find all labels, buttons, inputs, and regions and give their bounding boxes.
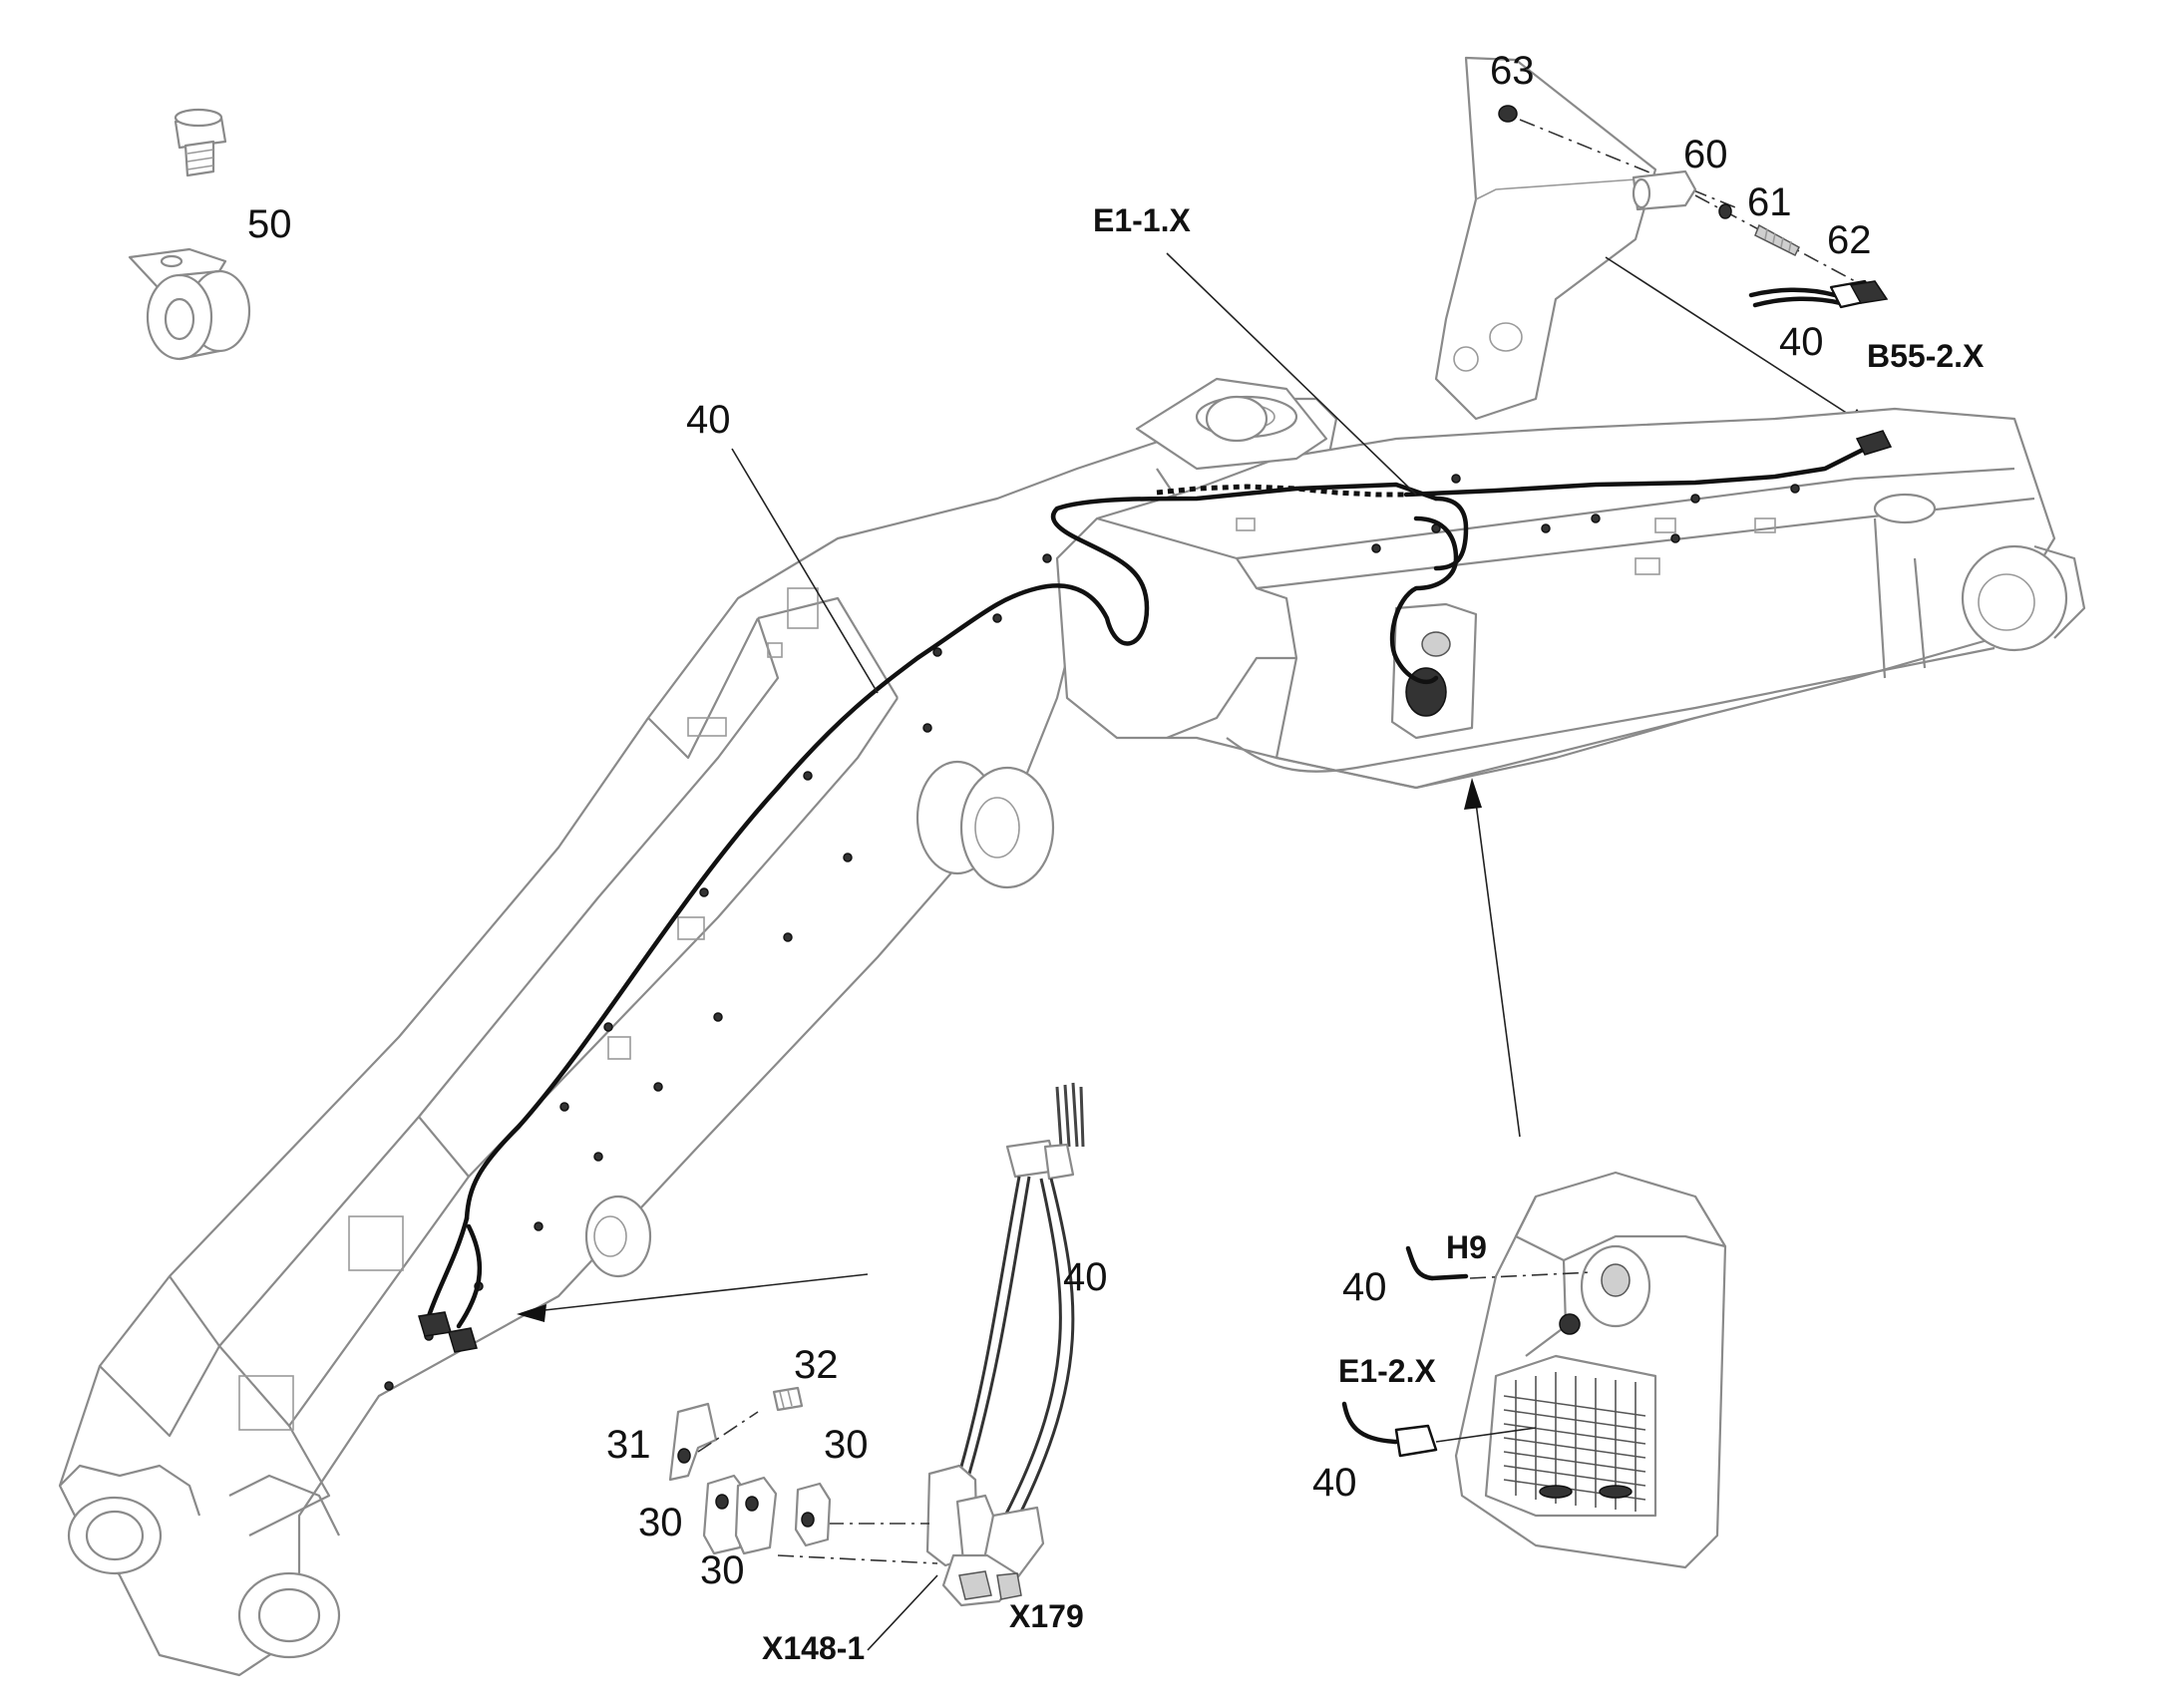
callout-50: 50 (247, 202, 292, 246)
bracket-part-60 (1632, 170, 1697, 211)
assembly-line-h9 (1469, 1271, 1593, 1279)
leader-e11 (1166, 252, 1417, 496)
excavator-boom (58, 377, 2086, 1677)
label-e1-2x: E1-2.X (1338, 1353, 1436, 1389)
label-b55-2x: B55-2.X (1867, 338, 1985, 374)
callout-30-b: 30 (638, 1501, 683, 1544)
callout-30-c: 30 (700, 1548, 745, 1592)
mounting-bracket (1434, 56, 1657, 421)
sensor-connector-b55 (1748, 279, 1889, 309)
callout-40-connectors: 40 (1063, 1255, 1108, 1299)
callout-60: 60 (1683, 133, 1728, 176)
label-x148-1: X148-1 (762, 1630, 865, 1666)
callout-61: 61 (1747, 180, 1792, 224)
screw-part-32 (772, 1386, 804, 1412)
clip-part-30-single (794, 1482, 832, 1547)
washer-part-61 (1718, 203, 1732, 219)
leader-40-boom (731, 448, 879, 694)
callout-40-boom: 40 (686, 398, 731, 442)
leader-b55-arrow (1605, 256, 1866, 426)
callout-62: 62 (1827, 218, 1872, 262)
leader-e12 (1435, 1427, 1537, 1443)
clip-part-30-double (702, 1474, 778, 1555)
callout-40-h9: 40 (1342, 1265, 1387, 1309)
callout-31: 31 (606, 1423, 651, 1467)
leader-light-up-arrow (1473, 787, 1521, 1138)
connector-harness-40 (925, 1082, 1085, 1607)
label-h9: H9 (1446, 1229, 1487, 1265)
callout-30-a: 30 (824, 1423, 869, 1467)
clip-part-31 (668, 1402, 718, 1482)
clamp-part-50 (128, 247, 251, 361)
callout-40-sensor: 40 (1779, 320, 1824, 364)
callout-40-e12: 40 (1312, 1461, 1357, 1505)
label-x179: X179 (1009, 1598, 1084, 1634)
e12-connector (1341, 1401, 1438, 1458)
arrow-head-base (517, 1304, 546, 1322)
bolt-part-50 (174, 108, 227, 177)
callout-32: 32 (794, 1343, 839, 1387)
label-e1-1x: E1-1.X (1093, 202, 1191, 238)
sensor-part-62 (1754, 223, 1800, 257)
cable-harness-40 (418, 430, 1893, 1353)
assembly-line-31 (697, 1411, 759, 1453)
assembly-line-clips-2 (777, 1554, 938, 1564)
h9-connector (1405, 1245, 1469, 1281)
leader-to-base-connectors (526, 1273, 869, 1313)
work-light-assembly (1454, 1171, 1727, 1569)
nut-part-63 (1498, 105, 1518, 123)
assembly-line-63 (1519, 119, 1736, 208)
arrow-head-light (1464, 778, 1482, 810)
leader-x148 (867, 1574, 938, 1651)
callout-63: 63 (1490, 49, 1535, 93)
